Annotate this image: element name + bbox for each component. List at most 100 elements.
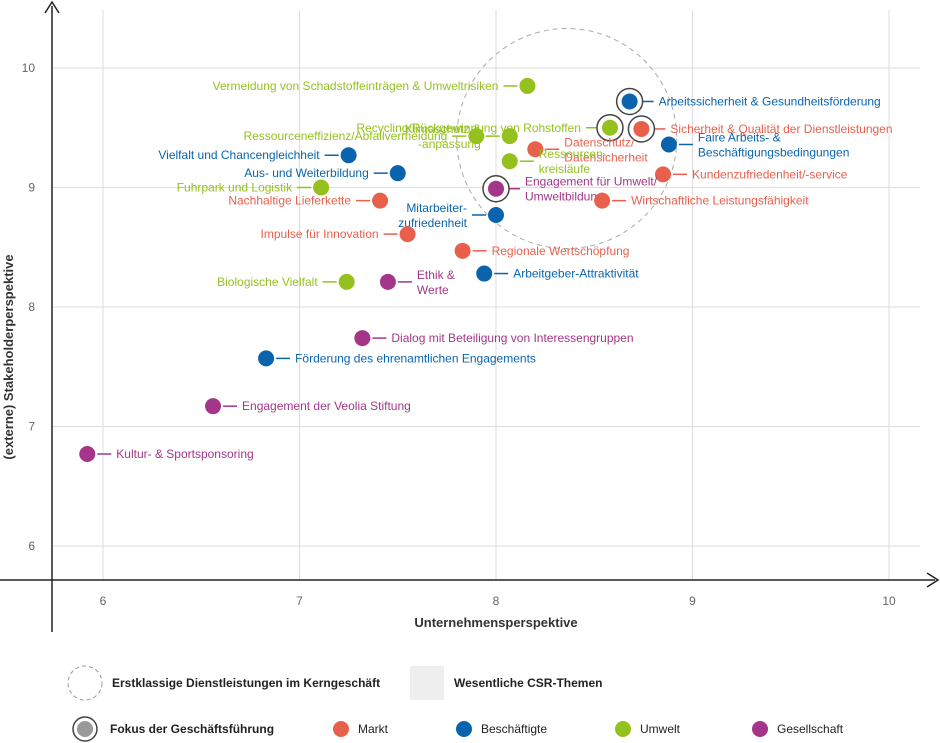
point-marker <box>621 93 638 110</box>
point-marker <box>354 330 371 347</box>
data-point: Förderung des ehrenamtlichen Engagements <box>258 350 536 367</box>
point-marker <box>454 242 471 259</box>
legend-markt-label: Markt <box>358 722 389 736</box>
point-label: Engagement für Umwelt/ <box>525 175 658 189</box>
x-tick-label: 8 <box>493 594 500 608</box>
y-tick-label: 7 <box>28 420 35 434</box>
point-marker <box>338 273 355 290</box>
point-marker <box>205 398 222 415</box>
point-label: Ressourceneffizienz/Abfallvermeidung <box>243 129 447 143</box>
point-label: Regionale Wertschöpfung <box>492 244 630 258</box>
point-marker <box>633 120 650 137</box>
legend-beschaeftigte-label: Beschäftigte <box>481 722 547 736</box>
point-label: kreisläufe <box>539 162 591 176</box>
point-label: Arbeitgeber-Attraktivität <box>513 267 639 281</box>
point-label: Kundenzufriedenheit/-service <box>692 167 848 181</box>
point-marker <box>313 179 330 196</box>
x-axis-arrow <box>926 572 940 588</box>
data-points: Vermeidung von Schadstoffeinträgen & Umw… <box>79 77 893 462</box>
point-label: Vielfalt und Chancengleichheit <box>158 148 320 162</box>
x-tick-label: 7 <box>296 594 303 608</box>
x-axis-title: Unternehmensperspektive <box>414 615 577 630</box>
data-point: Impulse für Innovation <box>260 226 416 243</box>
point-marker <box>594 192 611 209</box>
data-point: Nachhaltige Lieferkette <box>228 192 389 209</box>
point-label: zufriedenheit <box>398 216 467 230</box>
point-label: Biologische Vielfalt <box>217 275 318 289</box>
point-marker <box>488 206 504 223</box>
y-tick-label: 9 <box>28 181 35 195</box>
data-point: Ethik &Werte <box>379 268 455 297</box>
point-label: Engagement der Veolia Stiftung <box>242 399 411 413</box>
point-marker <box>79 445 96 462</box>
point-marker <box>488 180 504 197</box>
legend-gesellschaft-dot <box>752 721 768 737</box>
point-label: Fuhrpark und Logistik <box>177 181 293 195</box>
point-label: Ressourcen- <box>539 147 607 161</box>
core-services-region <box>456 28 678 250</box>
data-point: Engagement der Veolia Stiftung <box>205 398 411 415</box>
point-marker <box>519 77 536 94</box>
data-point: Kultur- & Sportsponsoring <box>79 445 254 462</box>
point-marker <box>258 350 275 367</box>
y-axis-arrow <box>44 0 60 14</box>
y-tick-label: 10 <box>22 61 36 75</box>
x-tick-label: 10 <box>882 594 896 608</box>
point-marker <box>527 141 544 158</box>
legend: Erstklassige Dienstleistungen im Kernges… <box>67 665 844 742</box>
point-label: Förderung des ehrenamtlichen Engagements <box>295 351 536 365</box>
point-label: Datenschutz/ <box>564 135 635 149</box>
data-point: Wirtschaftliche Leistungsfähigkeit <box>594 192 809 209</box>
point-label: Beschäftigungsbedingungen <box>698 145 849 159</box>
point-label: Wirtschaftliche Leistungsfähigkeit <box>631 194 809 208</box>
point-label: Kultur- & Sportsponsoring <box>116 447 253 461</box>
point-marker <box>501 128 518 145</box>
legend-core-services-label: Erstklassige Dienstleistungen im Kernges… <box>112 676 380 690</box>
data-point: Dialog mit Beteiligung von Interessengru… <box>354 330 634 347</box>
point-marker <box>399 226 416 243</box>
point-label: Vermeidung von Schadstoffeinträgen & Umw… <box>213 79 499 93</box>
point-label: Mitarbeiter- <box>406 201 467 215</box>
point-label: Datensicherheit <box>564 150 648 164</box>
data-point: Arbeitgeber-Attraktivität <box>476 265 639 282</box>
point-label: Umweltbildung <box>525 190 604 204</box>
point-marker <box>476 265 493 282</box>
point-label: Klimaschutz & <box>405 122 481 136</box>
x-tick-label: 9 <box>689 594 696 608</box>
axes <box>0 0 940 632</box>
data-point: Arbeitssicherheit & Gesundheitsförderung <box>615 87 881 116</box>
point-label: Impulse für Innovation <box>260 227 378 241</box>
point-marker <box>660 136 677 153</box>
y-axis-title: (externe) Stakeholderperspektive <box>1 254 16 459</box>
point-label: Faire Arbeits- & <box>698 130 781 144</box>
point-label: -anpassung <box>418 137 481 151</box>
legend-umwelt-dot <box>615 721 631 737</box>
data-point: Klimaschutz &-anpassung <box>405 122 518 151</box>
legend-csr-themes-swatch <box>410 666 444 700</box>
data-point: Ressourcen-kreisläufe <box>501 147 607 176</box>
data-point: Fuhrpark und Logistik <box>177 179 330 196</box>
point-marker <box>389 165 406 182</box>
data-point: Vielfalt und Chancengleichheit <box>158 147 357 164</box>
point-label: Dialog mit Beteiligung von Interessengru… <box>391 331 633 345</box>
data-point: Datenschutz/Datensicherheit <box>527 135 648 164</box>
point-marker <box>501 153 518 170</box>
legend-csr-themes-label: Wesentliche CSR-Themen <box>454 676 602 690</box>
point-label: Recycling/Rückgewinnung von Rohstoffen <box>356 121 581 135</box>
data-point: Mitarbeiter-zufriedenheit <box>398 201 504 230</box>
legend-focus-dot <box>77 721 93 737</box>
point-label: Arbeitssicherheit & Gesundheitsförderung <box>659 94 881 108</box>
data-point: Engagement für Umwelt/Umweltbildung <box>482 175 658 204</box>
point-label: Ethik & <box>417 268 455 282</box>
legend-focus-label: Fokus der Geschäftsführung <box>110 722 274 736</box>
data-point: Vermeidung von Schadstoffeinträgen & Umw… <box>213 77 536 94</box>
point-marker <box>468 128 485 145</box>
legend-umwelt-label: Umwelt <box>640 722 681 736</box>
y-tick-label: 8 <box>28 300 35 314</box>
point-label: Sicherheit & Qualität der Dienstleistung… <box>670 122 892 136</box>
legend-markt-dot <box>333 721 349 737</box>
data-point: Recycling/Rückgewinnung von Rohstoffen <box>356 114 624 142</box>
legend-core-services-swatch <box>67 665 103 701</box>
point-marker <box>655 166 672 183</box>
